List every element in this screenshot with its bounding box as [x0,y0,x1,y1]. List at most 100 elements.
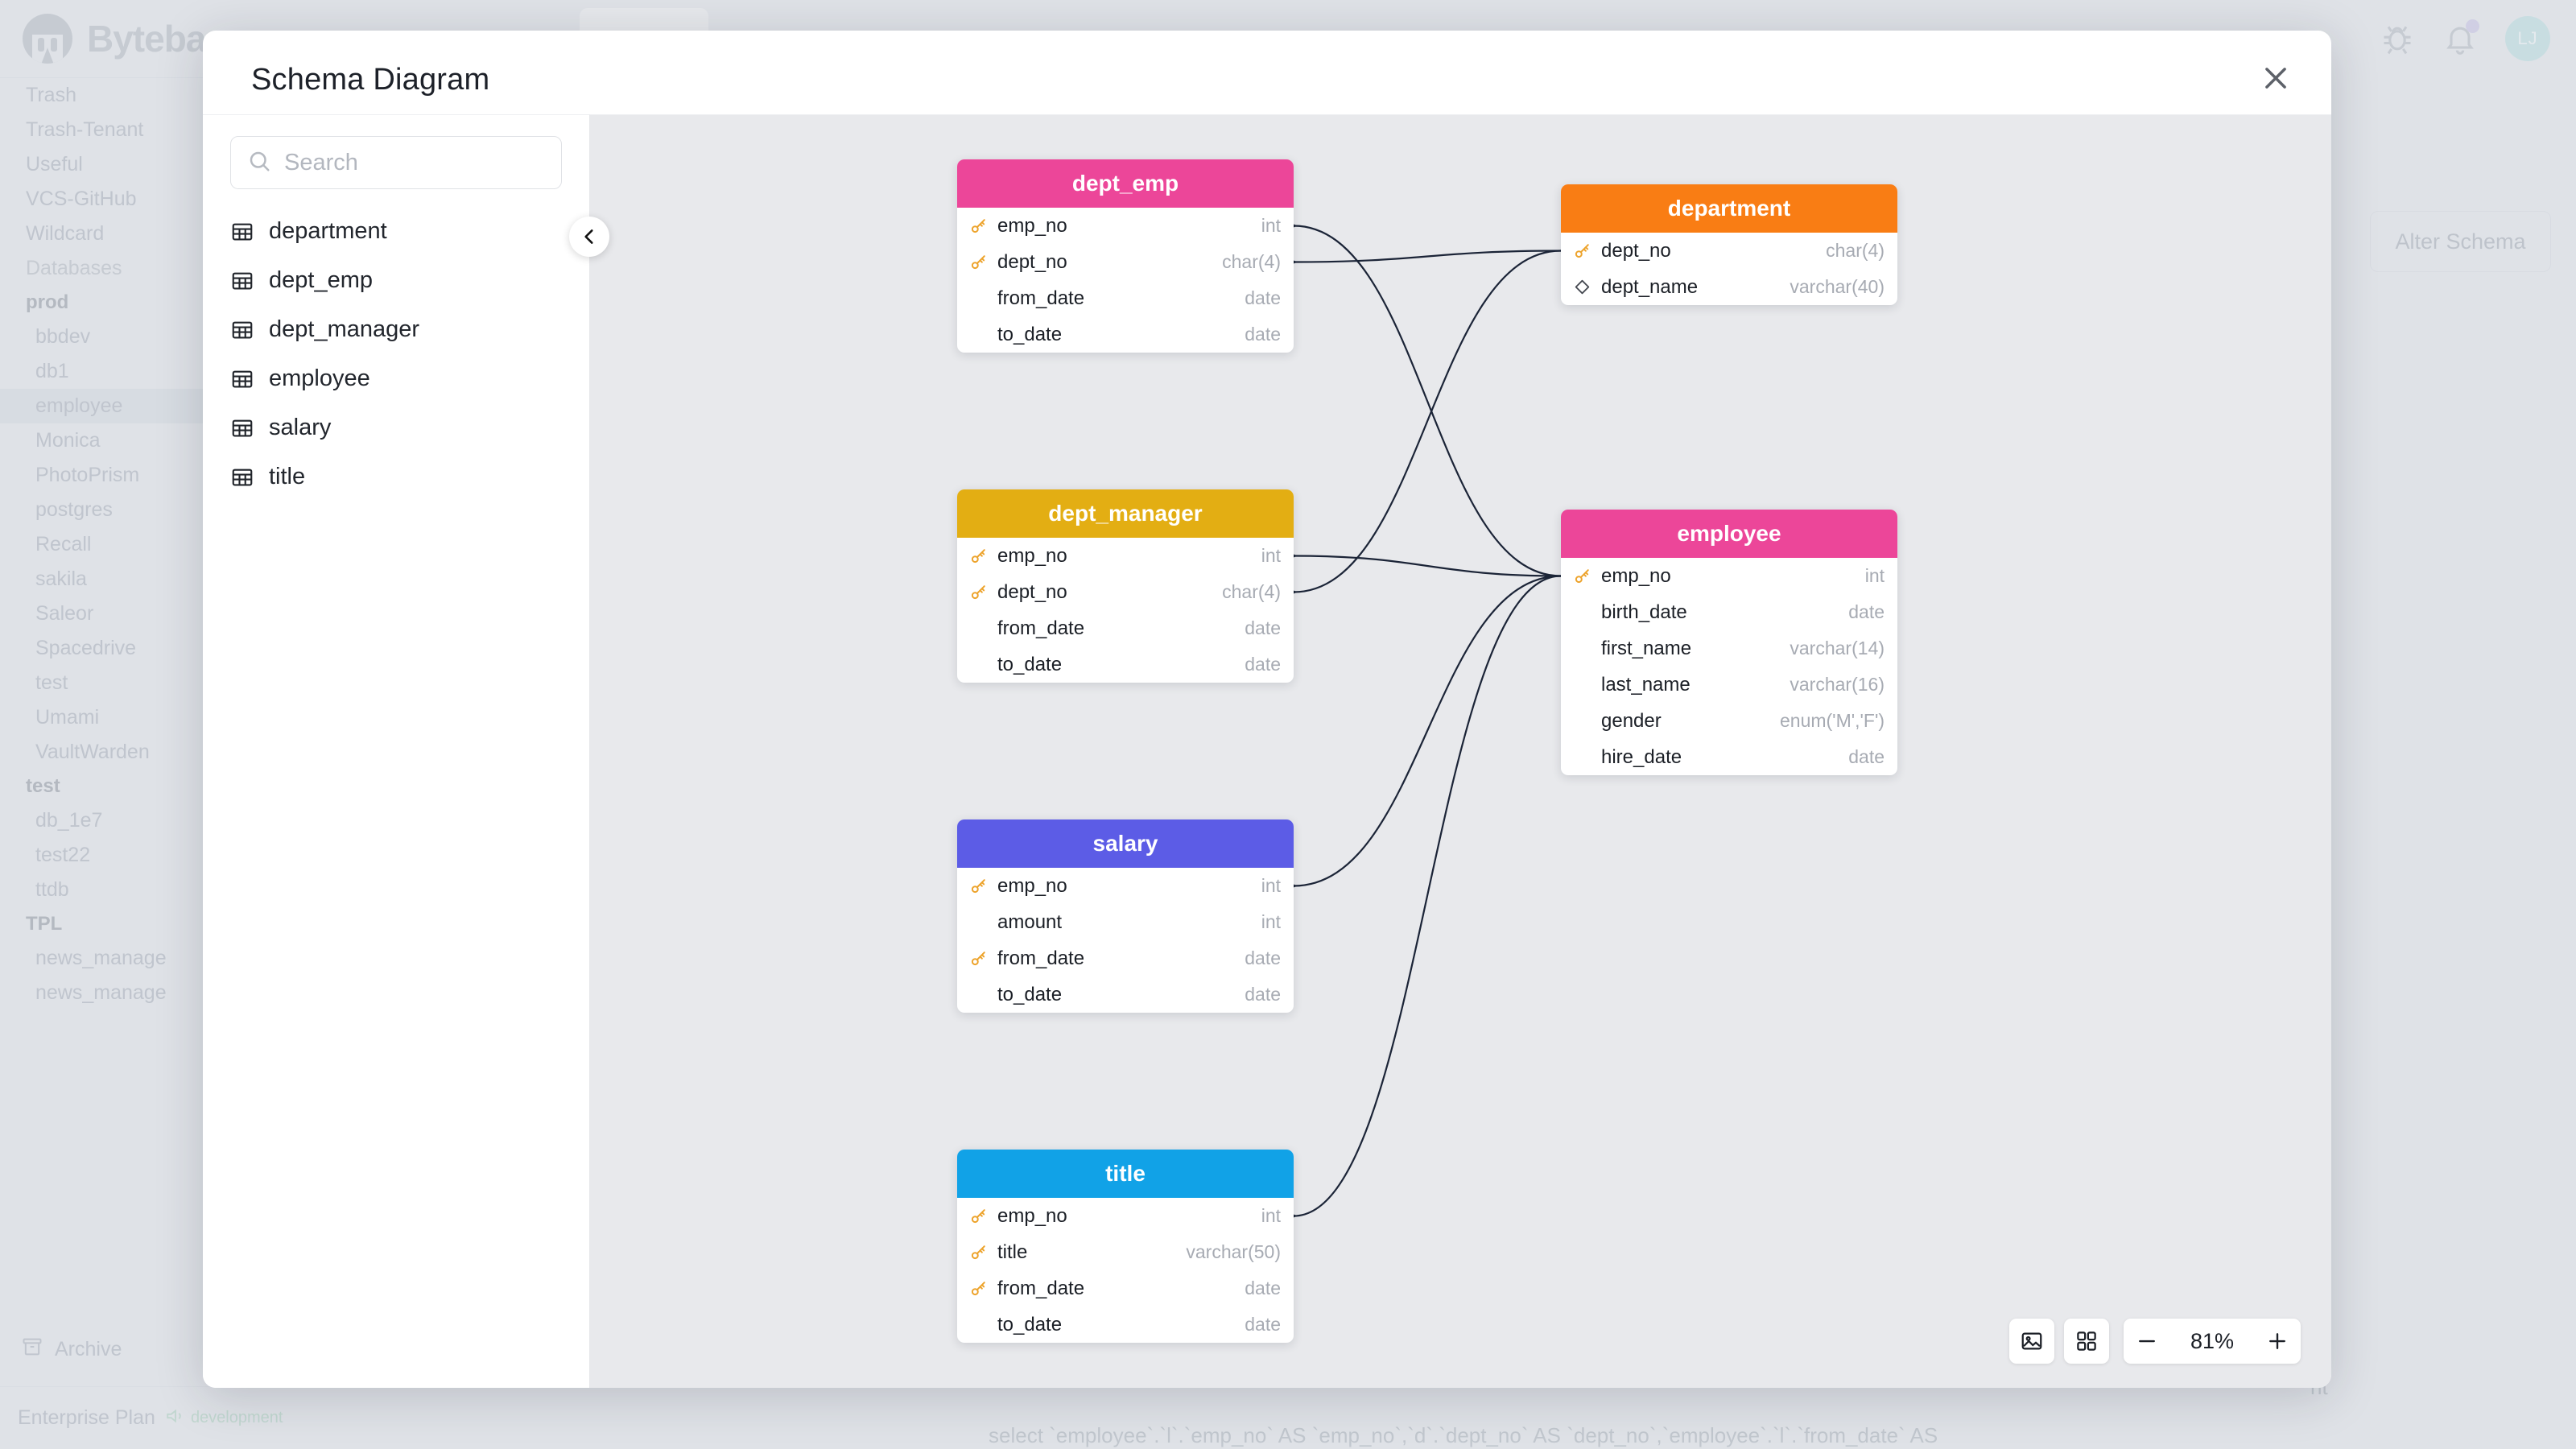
schema-column-type: char(4) [1222,581,1281,602]
sidebar-item-useful[interactable]: Useful [26,153,83,175]
table-list-item-label: salary [269,415,332,440]
sidebar-item-db-1e7[interactable]: db_1e7 [35,809,103,832]
table-list-item-label: dept_emp [269,267,373,293]
column-no-badge [968,912,989,932]
background-sql-preview: select `employee`.`l`.`emp_no` AS `emp_n… [989,1423,1938,1447]
table-list-item-department[interactable]: department [203,207,589,256]
table-list-item-label: dept_manager [269,316,420,342]
schema-column-name: to_date [997,1313,1063,1335]
sidebar-item-archive[interactable]: Archive [0,1327,205,1372]
key-icon [968,1242,989,1262]
sidebar-item-trash[interactable]: Trash [26,84,76,106]
grid-icon[interactable] [2064,1319,2109,1364]
schema-column-name: emp_no [997,874,1067,897]
schema-column-type: date [1245,287,1281,308]
key-icon [1572,566,1592,586]
sidebar-item-spacedrive[interactable]: Spacedrive [35,637,137,659]
sidebar-item-test[interactable]: test [35,671,68,694]
sidebar-item-recall[interactable]: Recall [35,533,92,555]
plus-icon[interactable] [2254,1319,2301,1364]
sidebar-item-trash-tenant[interactable]: Trash-Tenant [26,118,144,141]
bell-icon[interactable] [2442,19,2479,56]
sidebar-item-saleor[interactable]: Saleor [35,602,94,625]
topbar-actions: LJ [2380,16,2550,61]
sidebar-item-wildcard[interactable]: Wildcard [26,222,105,245]
avatar[interactable]: LJ [2505,16,2550,61]
schema-node-title: department [1561,184,1897,233]
image-icon[interactable] [2009,1319,2054,1364]
sidebar-item-news-manage[interactable]: news_manage [35,947,167,969]
sidebar-item-bbdev[interactable]: bbdev [35,325,91,348]
zoom-toolbar: 81% [2009,1319,2301,1364]
schema-column-name: emp_no [997,1204,1067,1227]
table-list-item-dept_manager[interactable]: dept_manager [203,305,589,354]
sidebar-item-vaultwarden[interactable]: VaultWarden [35,741,150,763]
search-box[interactable] [230,136,562,189]
column-no-badge [968,618,989,638]
page-title: Schema Diagram [251,63,490,97]
sidebar-item-vcs-github[interactable]: VCS-GitHub [26,188,137,210]
schema-column-name: dept_name [1601,275,1699,298]
relation-edge [1293,250,1562,593]
table-list-item-salary[interactable]: salary [203,403,589,452]
column-no-badge [1572,711,1592,731]
alter-schema-button[interactable]: Alter Schema [2370,211,2551,272]
sidebar-item-postgres[interactable]: postgres [35,498,113,521]
schema-node-title: employee [1561,510,1897,558]
bug-icon[interactable] [2380,21,2415,56]
sidebar-item-umami[interactable]: Umami [35,706,100,729]
sidebar-item-news-manage[interactable]: news_manage [35,981,167,1004]
modal-body: department dept_emp dept_manager employee sa… [203,114,2331,1388]
table-list-item-dept_emp[interactable]: dept_emp [203,256,589,305]
table-list-item-employee[interactable]: employee [203,354,589,403]
sidebar-item-photoprism[interactable]: PhotoPrism [35,464,140,486]
sidebar-item-monica[interactable]: Monica [35,429,101,452]
sidebar-item-sakila[interactable]: sakila [35,568,87,590]
table-list-item-title[interactable]: title [203,452,589,502]
sidebar-item-test22[interactable]: test22 [35,844,91,866]
search-input[interactable] [284,149,545,176]
sidebar-item-ttdb[interactable]: ttdb [35,878,69,901]
minus-icon[interactable] [2124,1319,2170,1364]
chevron-left-icon[interactable] [569,217,609,257]
close-icon[interactable] [2254,56,2297,100]
sidebar-item-db1[interactable]: db1 [35,360,69,382]
schema-column-type: date [1245,1278,1281,1298]
sidebar-item-employee[interactable]: employee [0,389,205,423]
schema-column-name: emp_no [997,214,1067,237]
schema-column-type: date [1245,654,1281,675]
schema-column-name: emp_no [997,544,1067,567]
